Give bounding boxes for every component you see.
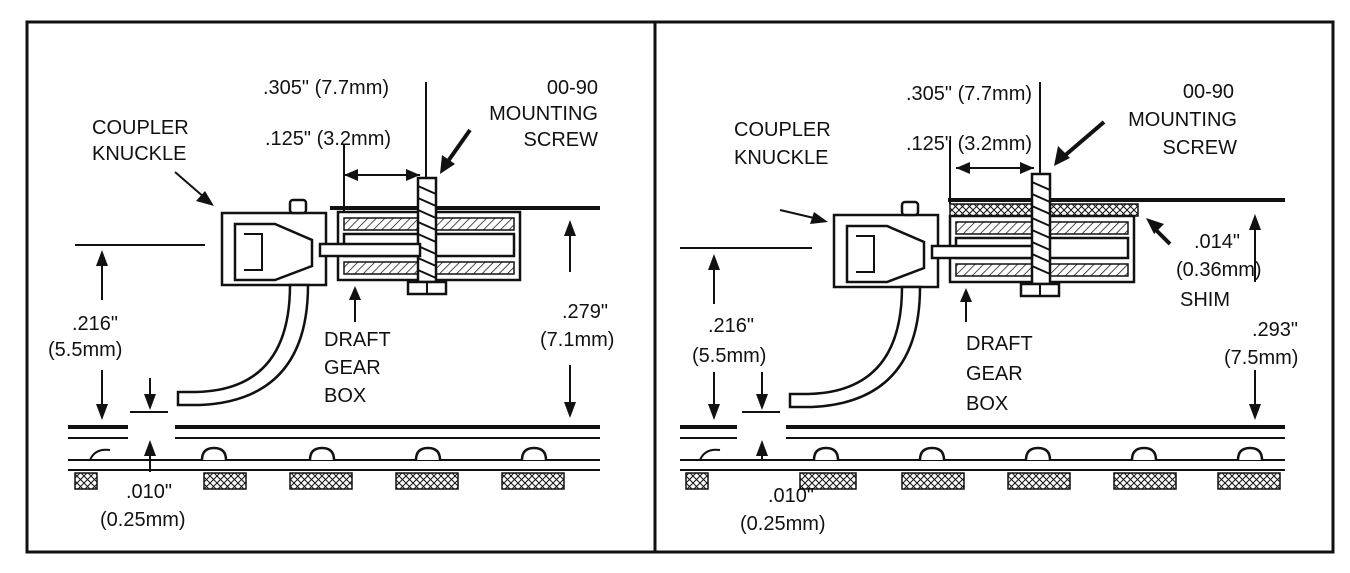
screw-label-line3: SCREW	[1163, 137, 1238, 159]
rail-track	[680, 425, 1285, 490]
gap-dim-line1: .010"	[126, 481, 172, 503]
left-height-dim-line2: (5.5mm)	[48, 339, 122, 361]
draft-label-line1: DRAFT	[324, 329, 391, 351]
rail-spike	[200, 446, 228, 461]
mounting-screw	[1019, 82, 1061, 298]
mounting-screw	[406, 82, 448, 296]
rail-spike	[1024, 446, 1052, 461]
coupler	[176, 198, 422, 407]
screw-label-line2: MOUNTING	[1128, 109, 1237, 131]
knuckle-label-line2: KNUCKLE	[734, 147, 828, 169]
right-height-dim-line1: .293"	[1252, 319, 1298, 341]
screw-label-line1: 00-90	[1183, 81, 1234, 103]
knuckle-label-line1: COUPLER	[734, 119, 831, 141]
gap-dim-line2: (0.25mm)	[100, 509, 186, 531]
knuckle-label-line2: KNUCKLE	[92, 143, 186, 165]
left-height-dim-line2: (5.5mm)	[692, 345, 766, 367]
draft-label-line2: GEAR	[966, 363, 1023, 385]
rail-spike	[1236, 446, 1264, 461]
dim-arrows	[96, 128, 576, 472]
gap-dim-line1: .010"	[768, 485, 814, 507]
shim-label: SHIM	[1180, 289, 1230, 311]
right-height-dim-line2: (7.1mm)	[540, 329, 614, 351]
screw-length-dim: .305" (7.7mm)	[906, 83, 1032, 105]
right-height-dim-line2: (7.5mm)	[1224, 347, 1298, 369]
panel-right: .305" (7.7mm) .125" (3.2mm) 00-90 MOUNTI…	[680, 81, 1298, 535]
rail-spike	[414, 446, 442, 461]
shim-dim-line1: .014"	[1194, 231, 1240, 253]
panel-left: .305" (7.7mm) .125" (3.2mm) 00-90 MOUNTI…	[48, 77, 614, 531]
rail-spike	[520, 446, 548, 461]
screw-offset-dim: .125" (3.2mm)	[906, 133, 1032, 155]
rail-spike	[308, 446, 336, 461]
draft-label-line2: GEAR	[324, 357, 381, 379]
draft-label-line3: BOX	[966, 393, 1008, 415]
shim-dim-line2: (0.36mm)	[1176, 259, 1262, 281]
gap-dim-line2: (0.25mm)	[740, 513, 826, 535]
screw-offset-dim: .125" (3.2mm)	[265, 128, 391, 150]
left-height-dim-line1: .216"	[72, 313, 118, 335]
screw-label-line2: MOUNTING	[489, 103, 598, 125]
screw-label-line1: 00-90	[547, 77, 598, 99]
right-height-dim-line1: .279"	[562, 301, 608, 323]
coupler	[788, 200, 1034, 409]
rail-spike	[1130, 446, 1158, 461]
left-height-dim-line1: .216"	[708, 315, 754, 337]
dim-arrows	[708, 120, 1261, 460]
rail-track	[68, 425, 600, 490]
draft-label-line3: BOX	[324, 385, 366, 407]
rail-spike	[918, 446, 946, 461]
screw-label-line3: SCREW	[524, 129, 599, 151]
outer-frame	[25, 20, 1335, 554]
screw-length-dim: .305" (7.7mm)	[263, 77, 389, 99]
knuckle-label-line1: COUPLER	[92, 117, 189, 139]
draft-label-line1: DRAFT	[966, 333, 1033, 355]
rail-spike	[812, 446, 840, 461]
